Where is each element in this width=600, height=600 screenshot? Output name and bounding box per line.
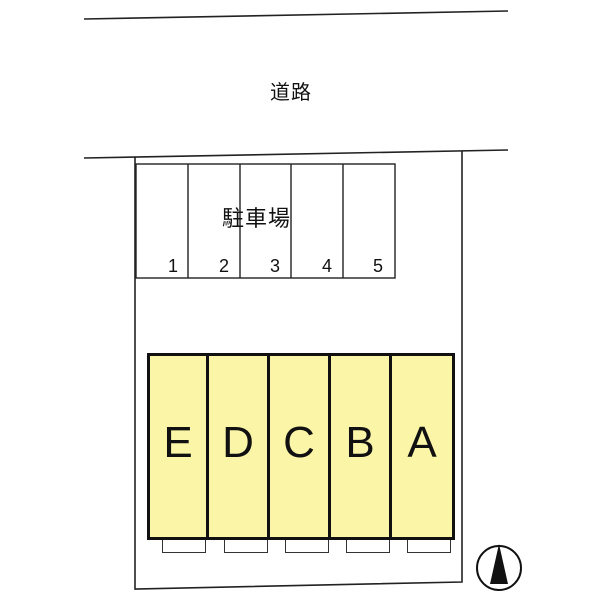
north-arrow-icon xyxy=(476,544,522,591)
building-unit-d: D xyxy=(206,353,270,540)
unit-letter: D xyxy=(222,418,254,467)
unit-letter: C xyxy=(283,418,315,467)
parking-slot-number: 2 xyxy=(219,256,230,276)
building-unit-c: C xyxy=(267,353,331,540)
unit-letter: A xyxy=(407,418,437,467)
road-top-edge xyxy=(83,10,509,20)
building-unit-e: E xyxy=(147,353,209,540)
entrance-step xyxy=(224,540,268,553)
parking-slot-number: 5 xyxy=(373,256,384,276)
entrance-step xyxy=(407,540,451,553)
unit-letter: E xyxy=(163,418,193,467)
parking-outline xyxy=(135,163,396,279)
road-bottom-edge xyxy=(83,149,509,159)
parking-slot-number: 4 xyxy=(322,256,333,276)
building-unit-a: A xyxy=(389,353,455,540)
parking-slot-number: 3 xyxy=(270,256,281,276)
road-label: 道路 xyxy=(270,80,312,104)
parking-label: 駐車場 xyxy=(222,207,292,232)
property-boundary xyxy=(134,151,463,590)
entrance-step xyxy=(346,540,390,553)
parking-slot-number: 1 xyxy=(168,256,179,276)
entrance-step xyxy=(162,540,206,553)
building-unit-b: B xyxy=(328,353,392,540)
entrance-step xyxy=(285,540,329,553)
unit-letter: B xyxy=(345,418,375,467)
